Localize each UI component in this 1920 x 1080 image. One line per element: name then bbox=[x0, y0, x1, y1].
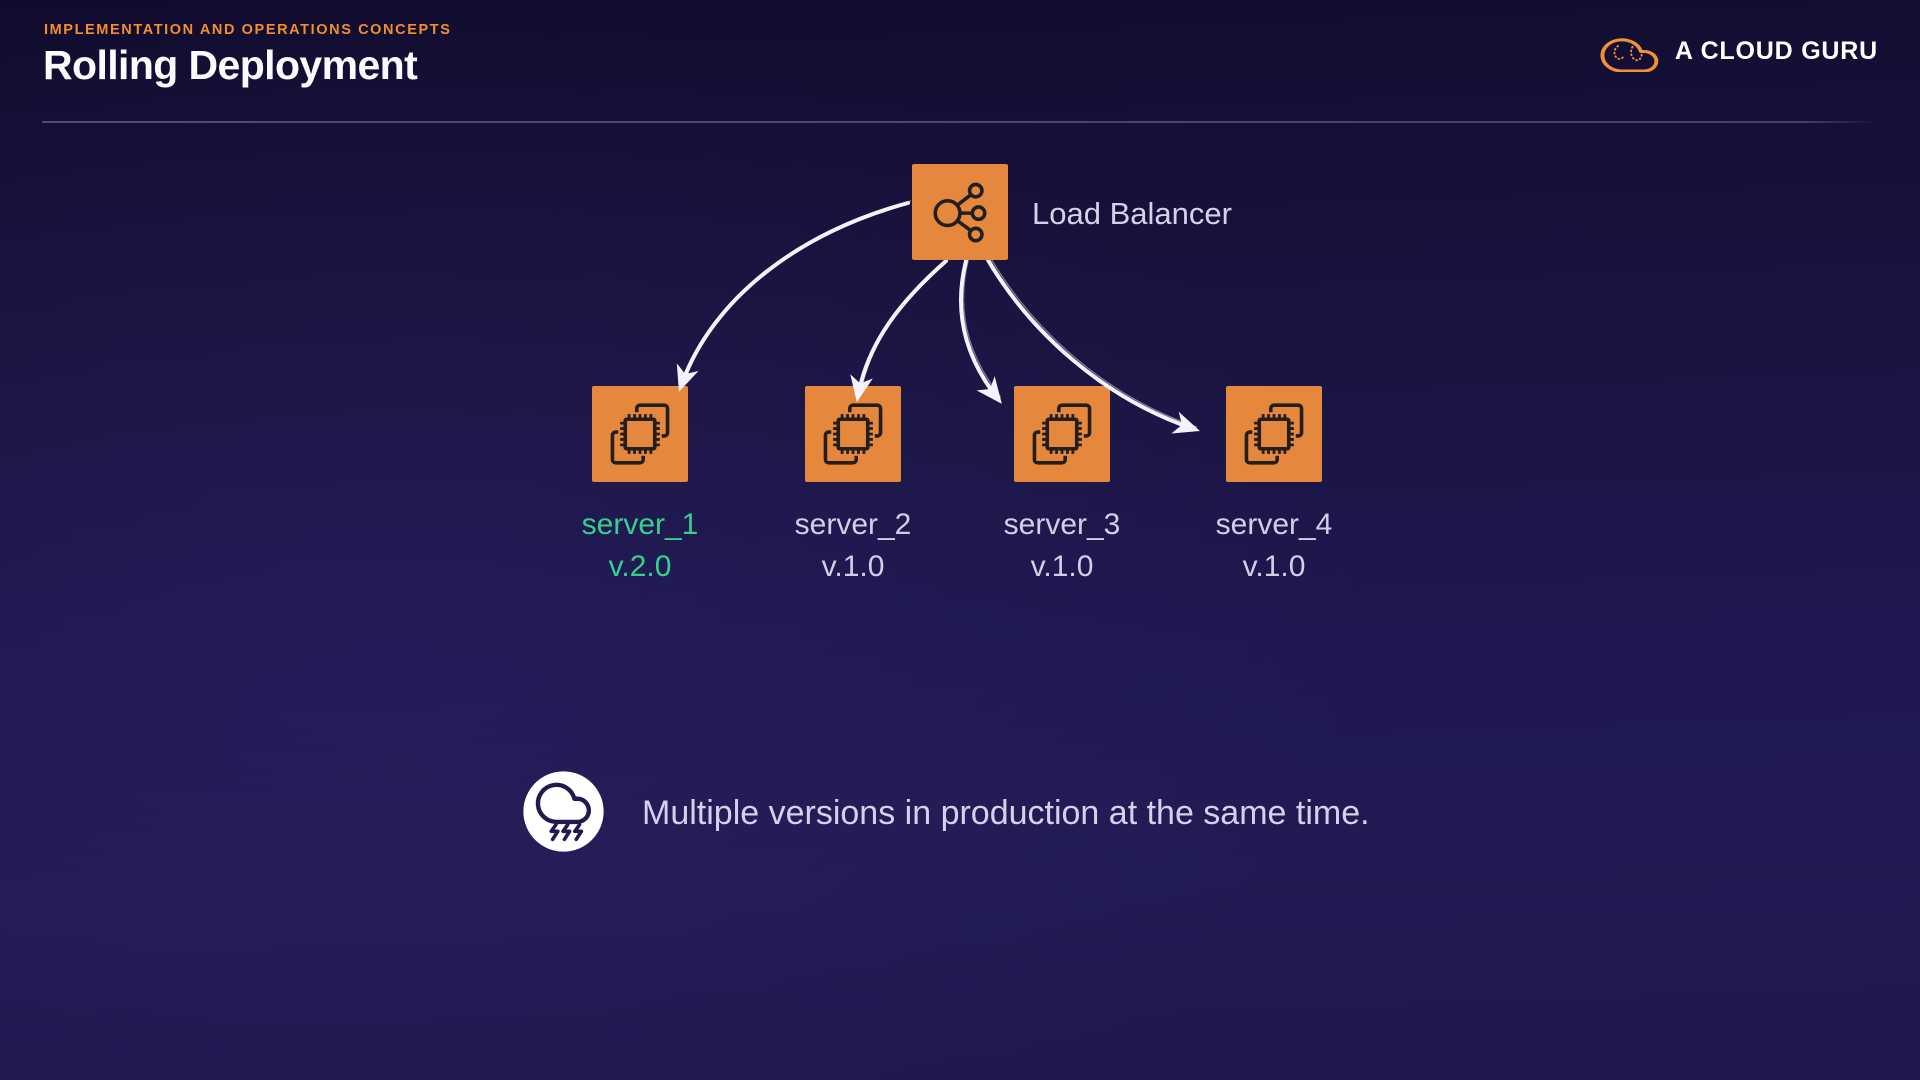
server-2-version: v.1.0 bbox=[821, 550, 885, 583]
load-balancer-icon bbox=[933, 182, 987, 243]
storm-cloud-icon bbox=[523, 771, 604, 852]
server-3-box bbox=[1014, 386, 1110, 482]
server-1-name: server_1 bbox=[581, 508, 699, 541]
course-section-label: IMPLEMENTATION AND OPERATIONS CONCEPTS bbox=[44, 22, 452, 38]
acg-cloud-icon bbox=[1600, 38, 1659, 72]
load-balancer-label: Load Balancer bbox=[1032, 196, 1232, 231]
server-node-3: server_3 v.1.0 bbox=[952, 386, 1172, 588]
header-divider bbox=[42, 121, 1878, 123]
arrow-to-server-2 bbox=[850, 259, 948, 403]
note-text: Multiple versions in production at the s… bbox=[642, 794, 1370, 832]
brand-name: A CLOUD GURU bbox=[1674, 36, 1878, 65]
server-4-version: v.1.0 bbox=[1242, 550, 1306, 583]
server-node-1: server_1 v.2.0 bbox=[530, 386, 750, 588]
server-3-version: v.1.0 bbox=[1030, 550, 1094, 583]
arrow-to-server-3 bbox=[958, 259, 1002, 404]
load-balancer-node bbox=[912, 164, 1008, 260]
server-instance-icon bbox=[823, 403, 883, 465]
brand-logo: A CLOUD GURU bbox=[1597, 30, 1878, 72]
arrow-to-server-1 bbox=[676, 201, 910, 392]
server-instance-icon bbox=[1032, 403, 1092, 465]
server-1-version: v.2.0 bbox=[608, 550, 672, 583]
server-4-name: server_4 bbox=[1215, 508, 1333, 541]
server-3-name: server_3 bbox=[1003, 508, 1121, 541]
server-instance-icon bbox=[610, 403, 670, 465]
page-title: Rolling Deployment bbox=[43, 42, 418, 88]
server-node-4: server_4 v.1.0 bbox=[1164, 386, 1384, 588]
server-2-box bbox=[805, 386, 901, 482]
server-1-box bbox=[592, 386, 688, 482]
server-2-name: server_2 bbox=[794, 508, 912, 541]
server-node-2: server_2 v.1.0 bbox=[743, 386, 963, 588]
server-instance-icon bbox=[1244, 403, 1304, 465]
server-4-box bbox=[1226, 386, 1322, 482]
